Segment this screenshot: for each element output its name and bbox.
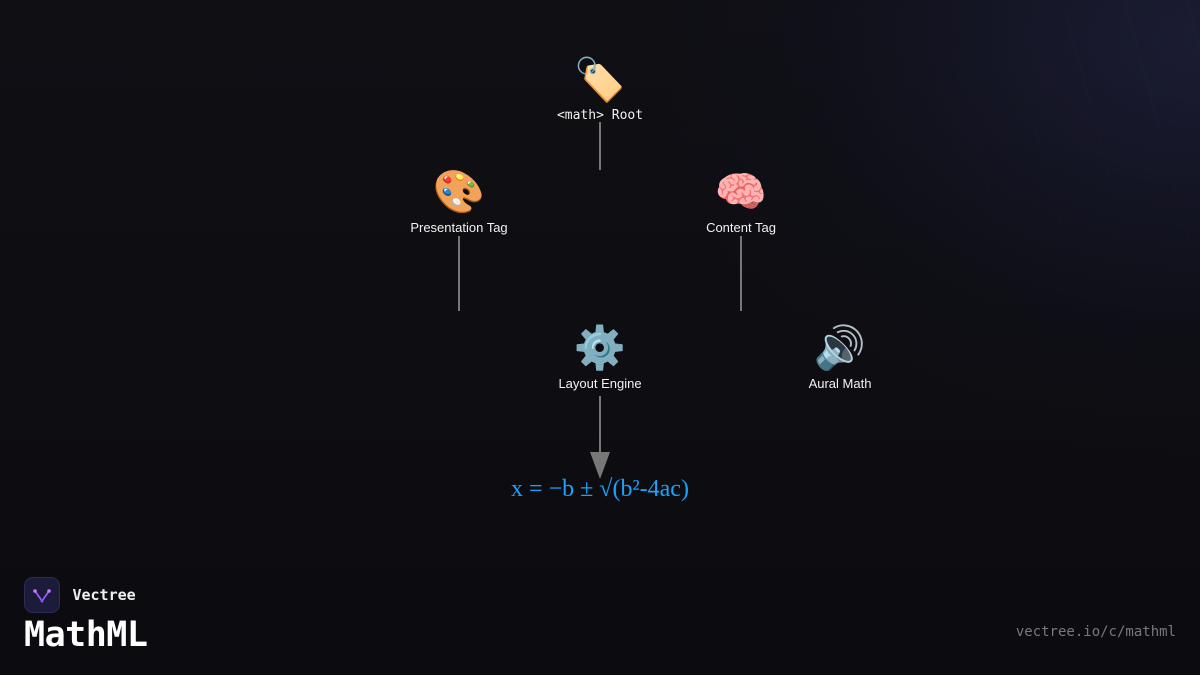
- node-presentation-label: Presentation Tag: [410, 220, 508, 235]
- speaker-icon: 🔊: [813, 323, 867, 372]
- course-url: vectree.io/c/mathml: [1015, 624, 1176, 640]
- node-aural: 🔊 Aural Math: [740, 323, 940, 392]
- node-layout: ⚙️ Layout Engine: [500, 323, 700, 392]
- node-root-label: <math> Root: [556, 108, 644, 123]
- node-aural-label: Aural Math: [808, 376, 872, 391]
- artist-palette-icon: 🎨: [432, 167, 486, 216]
- brain-icon: 🧠: [714, 167, 768, 216]
- node-presentation: 🎨 Presentation Tag: [359, 167, 559, 236]
- label-tag-icon: 🏷️: [573, 55, 627, 104]
- brand-name: Vectree: [72, 586, 136, 604]
- arrowhead: [590, 452, 610, 479]
- brand: Vectree MathML: [24, 577, 148, 655]
- gear-icon: ⚙️: [573, 323, 627, 372]
- node-content-label: Content Tag: [706, 220, 776, 235]
- node-root: 🏷️ <math> Root: [500, 55, 700, 124]
- node-content: 🧠 Content Tag: [641, 167, 841, 236]
- quadratic-formula: x = −b ± √(b²-4ac): [511, 476, 689, 502]
- vectree-logo-icon: [24, 577, 60, 613]
- node-layout-label: Layout Engine: [558, 376, 642, 391]
- page-title: MathML: [24, 615, 148, 655]
